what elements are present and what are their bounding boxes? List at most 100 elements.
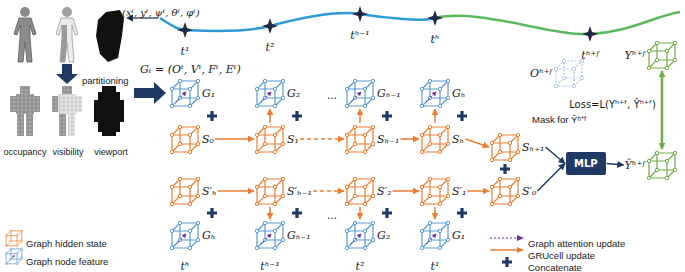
graph-vertex [345, 246, 348, 249]
graph-vertex [363, 202, 366, 205]
legend-sample [5, 247, 23, 269]
graph-cube [255, 220, 285, 250]
graph-node: Yʰ⁺ᶠ [625, 40, 677, 70]
graph-vertex [170, 202, 173, 205]
voxel-block [59, 114, 66, 136]
label-holder: ... [327, 204, 337, 223]
graph-vertex [428, 221, 431, 224]
cube-face [6, 236, 17, 246]
graph-vertex [438, 185, 441, 188]
figure-head [62, 7, 72, 17]
graph-vertex [580, 76, 583, 79]
cube-face [257, 89, 275, 106]
graph-vertex [170, 229, 173, 232]
label-holder: partitioning [82, 69, 128, 88]
graph-vertex [665, 176, 668, 179]
figure-head [20, 7, 30, 17]
graph-vertex [508, 202, 511, 205]
cube-face [347, 89, 365, 106]
graph-vertex [673, 151, 676, 154]
graph-vertex [255, 246, 258, 249]
voxel-block [20, 86, 30, 94]
graph-vertex [188, 87, 191, 90]
graph-vertex [420, 87, 423, 90]
voxel-block [68, 114, 75, 136]
graph-vertex [446, 177, 449, 180]
graph-node: G₂ [255, 78, 300, 108]
node-label: S₀ [202, 133, 214, 146]
graph-vertex [371, 177, 374, 180]
graph-vertex [281, 221, 284, 224]
label-holder: Mask for Ŷʰ⁺ᶠ [532, 108, 586, 127]
graph-cube [255, 78, 285, 108]
legend-label: Graph node feature [26, 256, 108, 267]
connector [467, 190, 489, 192]
voxel-block [26, 114, 33, 136]
annotation-label: occupancy [3, 147, 46, 157]
node-label: Gₕ [202, 229, 216, 242]
label-holder: occupancy [3, 140, 46, 159]
node-label: Gₕ₋₁ [377, 87, 401, 100]
graph-vertex [647, 66, 650, 69]
connector [546, 147, 565, 164]
graph-vertex [420, 246, 423, 249]
time-star [177, 22, 193, 38]
cube-face [172, 89, 190, 106]
graph-vertex [363, 87, 366, 90]
graph-vertex [5, 245, 7, 247]
voxel-block [52, 96, 58, 112]
voxel-block [76, 96, 82, 112]
graph-vertex [363, 150, 366, 153]
annotation-label: tʰ⁻¹ [350, 29, 369, 42]
annotation-label: Mask for Ŷʰ⁺ᶠ [532, 114, 586, 125]
annotation-label: t² [266, 41, 275, 54]
connector [218, 190, 254, 192]
graph-vertex [21, 240, 23, 242]
label-holder: tʰ⁺ᶠ [581, 44, 599, 63]
graph-vertex [196, 142, 199, 145]
connector [401, 138, 419, 140]
graph-vertex [273, 229, 276, 232]
graph-vertex [263, 79, 266, 82]
graph-vertex [273, 185, 276, 188]
time-star [352, 6, 368, 22]
graph-cube [420, 78, 450, 108]
cube-face [422, 231, 440, 248]
graph-vertex [371, 125, 374, 128]
graph-vertex [188, 104, 191, 107]
label-holder: t¹ [181, 40, 190, 59]
graph-vertex [498, 177, 501, 180]
annotation-label: ... [327, 208, 337, 222]
annotation-label: viewport [94, 147, 128, 157]
graph-cube [345, 78, 375, 108]
graph-vertex [371, 142, 374, 145]
attention-arrow [426, 94, 434, 102]
visibility-voxels [52, 86, 82, 136]
graph-vertex [273, 246, 276, 249]
graph-vertex [363, 229, 366, 232]
cube-face [172, 231, 190, 248]
graph-vertex [446, 142, 449, 145]
graph-vertex [188, 133, 191, 136]
graph-vertex [673, 58, 676, 61]
graph-vertex [655, 151, 658, 154]
graph-vertex [516, 150, 519, 153]
annotation-label: partitioning [82, 75, 128, 86]
voxel-block [10, 96, 16, 112]
graph-cube [5, 229, 23, 247]
node-label: Sₕ [452, 133, 464, 146]
figure-body [56, 18, 78, 62]
graph-vertex [16, 253, 18, 255]
connector [313, 190, 344, 192]
graph-vertex [420, 104, 423, 107]
graph-vertex [345, 202, 348, 205]
graph-vertex [255, 229, 258, 232]
label-holder: Gₜ = (Oᵗ, Vᵗ, Fᵗ, Eᵗ) [140, 58, 241, 77]
graph-vertex [498, 150, 501, 153]
annotation-label: tʰ⁻¹ [260, 260, 279, 272]
figure-body [14, 18, 36, 62]
graph-vertex [178, 125, 181, 128]
cube-face [422, 187, 440, 204]
annotation-label: tʰ [180, 260, 189, 272]
annotation-label: tʰ⁺ᶠ [581, 49, 599, 62]
